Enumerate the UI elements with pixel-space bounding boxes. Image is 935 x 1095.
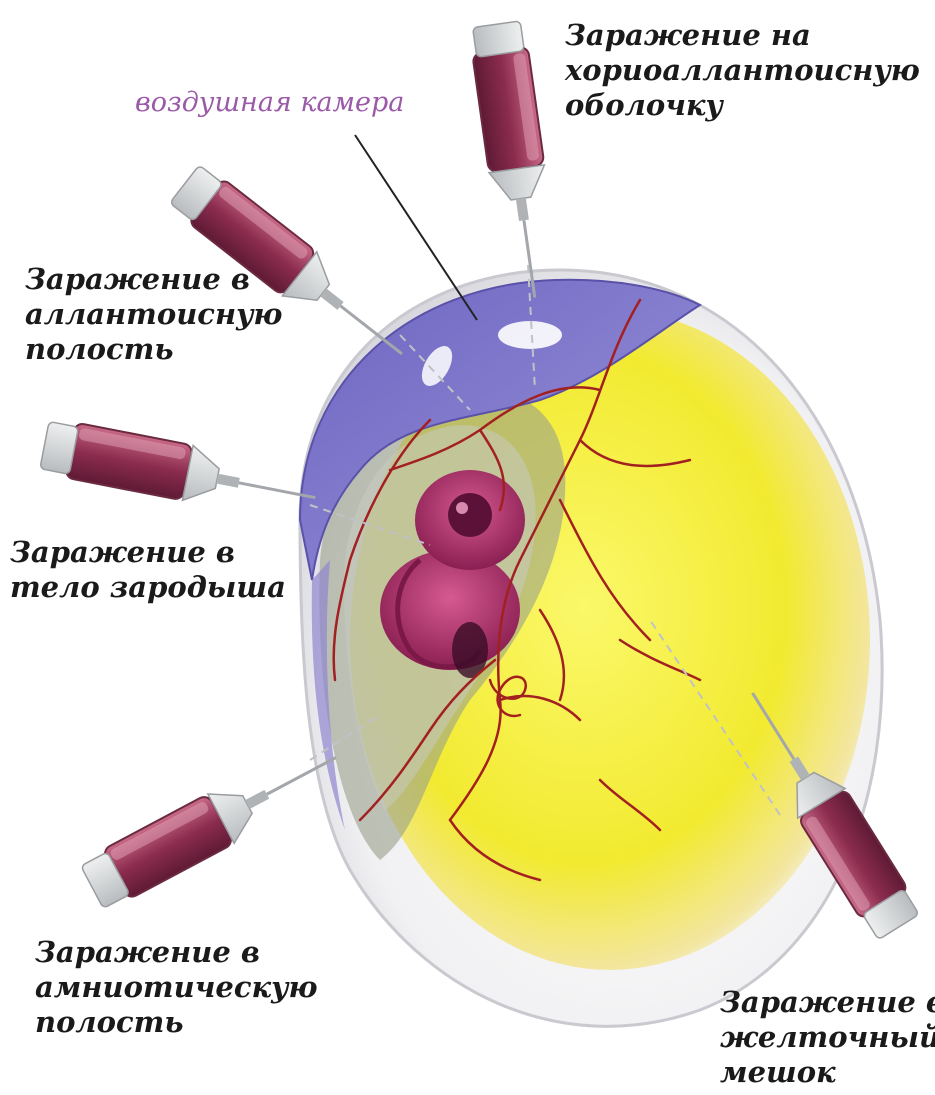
amniotic-label-line: полость <box>35 1005 318 1040</box>
amniotic-label-line: амниотическую <box>35 970 318 1005</box>
syringe-icon <box>79 733 349 912</box>
syringe-icon <box>39 418 321 526</box>
yolk-sac-label-line: Заражение в <box>720 985 935 1020</box>
yolk-sac-label: Заражение в желточный мешок <box>720 985 935 1090</box>
allantoic-label-line: Заражение в <box>25 262 282 297</box>
yolk-sac-label-line: желточный <box>720 1020 935 1055</box>
yolk-sac-label-line: мешок <box>720 1055 935 1090</box>
embryo-body-label-line: Заражение в <box>10 535 286 570</box>
chorioallantoic-label-line: Заражение на <box>565 18 920 53</box>
air-chamber-label: воздушная камера <box>135 85 404 120</box>
allantoic-label-line: аллантоисную <box>25 297 282 332</box>
allantoic-label: Заражение в аллантоисную полость <box>25 262 282 367</box>
chorioallantoic-label-line: оболочку <box>565 88 920 123</box>
syringe-icon <box>469 20 563 301</box>
allantoic-label-line: полость <box>25 332 282 367</box>
chorioallantoic-label-line: хориоаллантоисную <box>565 53 920 88</box>
air-chamber-label-text: воздушная камера <box>135 85 404 120</box>
air-chamber-pointer <box>355 135 477 320</box>
chorioallantoic-label: Заражение на хориоаллантоисную оболочку <box>565 18 920 123</box>
embryo-body-label-line: тело зародыша <box>10 570 286 605</box>
amniotic-label: Заражение в амниотическую полость <box>35 935 318 1040</box>
embryo-body-label: Заражение в тело зародыша <box>10 535 286 605</box>
amniotic-label-line: Заражение в <box>35 935 318 970</box>
